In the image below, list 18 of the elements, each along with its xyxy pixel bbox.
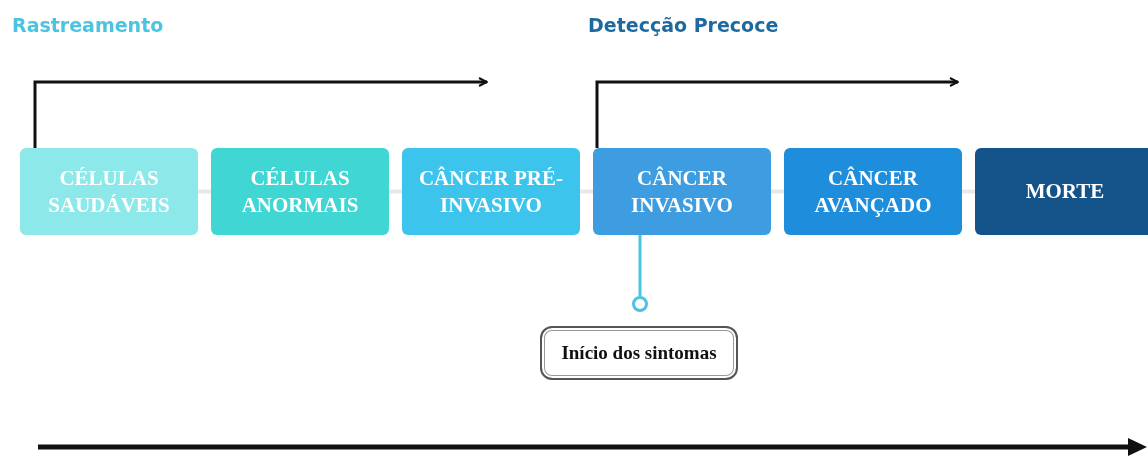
stage-box: CÂNCER AVANÇADO [784,148,962,235]
arrow [595,77,959,148]
connector-line [771,189,784,194]
section-heading: Rastreamento [12,14,164,36]
timeline-dot [632,296,648,312]
event-label: Início dos sintomas [540,326,738,380]
connector-line [198,189,211,194]
connector-line [638,235,642,296]
stage-box: CÉLULAS ANORMAIS [211,148,389,235]
stage-box: CÂNCER PRÉ-INVASIVO [402,148,580,235]
stage-box: CÂNCER INVASIVO [593,148,771,235]
stage-box: MORTE [975,148,1148,235]
stage-box: CÉLULAS SAUDÁVEIS [20,148,198,235]
section-heading: Detecção Precoce [588,14,779,36]
connector-line [389,189,402,194]
arrow [33,77,488,148]
connector-line [580,189,593,194]
connector-line [962,189,975,194]
